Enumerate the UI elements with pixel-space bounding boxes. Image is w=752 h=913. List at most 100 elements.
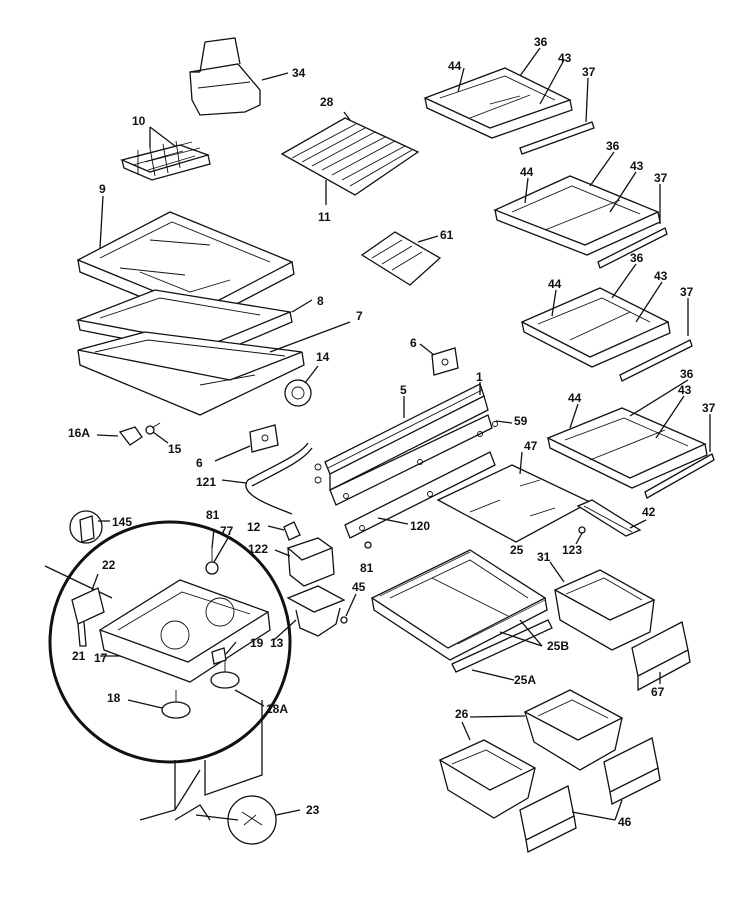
label-44-shelf2: 44 <box>520 165 534 179</box>
label-25: 25 <box>510 543 524 557</box>
part-12-damper <box>267 521 301 541</box>
part-23-detail <box>195 795 301 845</box>
label-43-shelf1: 43 <box>558 51 572 65</box>
label-14: 14 <box>316 350 330 364</box>
glass-shelf-4 <box>546 379 715 499</box>
label-36-shelf1: 36 <box>534 35 548 49</box>
label-81-detail: 81 <box>206 508 220 522</box>
part-34-bin <box>189 37 289 116</box>
label-37-shelf2: 37 <box>654 171 668 185</box>
cabinet-outline <box>139 700 263 821</box>
label-26: 26 <box>455 707 469 721</box>
part-6-bracket-lower <box>214 424 279 462</box>
label-45: 45 <box>352 580 366 594</box>
part-7-frame <box>77 321 351 416</box>
label-123: 123 <box>562 543 582 557</box>
leader-46-left <box>571 811 616 821</box>
part-13-housing <box>273 585 346 641</box>
label-37-shelf4: 37 <box>702 401 716 415</box>
glass-shelf-1 <box>423 47 595 155</box>
part-145-fitting <box>69 510 110 544</box>
label-34: 34 <box>292 66 306 80</box>
detail-circle <box>44 520 292 764</box>
part-6-bracket-upper <box>419 343 459 376</box>
label-6-upper: 6 <box>410 336 417 350</box>
label-7: 7 <box>356 309 363 323</box>
part-17-tray <box>98 579 271 683</box>
label-77: 77 <box>220 524 234 538</box>
label-11: 11 <box>318 210 331 224</box>
leader-26-right <box>469 715 526 718</box>
part-14-control-knob <box>284 365 319 407</box>
label-36-shelf3: 36 <box>630 251 644 265</box>
label-8: 8 <box>317 294 324 308</box>
label-44-shelf3: 44 <box>548 277 562 291</box>
label-121: 121 <box>196 475 216 489</box>
part-19-clip <box>211 641 237 665</box>
part-11-wire-shelf <box>280 111 420 205</box>
label-31: 31 <box>537 550 551 564</box>
label-42: 42 <box>642 505 656 519</box>
label-5: 5 <box>400 383 407 397</box>
label-67: 67 <box>651 685 665 699</box>
label-18A: 18A <box>266 702 288 716</box>
part-25B-rail <box>499 619 543 647</box>
label-59: 59 <box>514 414 528 428</box>
part-31-crisper-pan <box>549 561 656 651</box>
label-81-right: 81 <box>360 561 374 575</box>
part-120-rail <box>344 451 496 539</box>
part-21-22-valve <box>71 573 105 647</box>
part-10-egg-trays <box>119 126 211 181</box>
label-44-shelf1: 44 <box>448 59 462 73</box>
label-13: 13 <box>270 636 284 650</box>
label-46: 46 <box>618 815 632 829</box>
part-1-59-rail <box>329 382 513 506</box>
label-9: 9 <box>99 182 106 196</box>
label-36-shelf2: 36 <box>606 139 620 153</box>
label-44-shelf4: 44 <box>568 391 582 405</box>
label-25A: 25A <box>514 673 536 687</box>
label-43-shelf4: 43 <box>678 383 692 397</box>
label-17: 17 <box>94 651 108 665</box>
part-5-channel <box>314 383 489 492</box>
label-122: 122 <box>248 542 268 556</box>
leader-46-right <box>614 799 623 821</box>
label-28: 28 <box>320 95 334 109</box>
part-25A-rail <box>451 619 553 681</box>
part-121-tube <box>221 442 313 515</box>
glass-shelf-2 <box>493 151 668 269</box>
label-22: 22 <box>102 558 116 572</box>
label-43-shelf3: 43 <box>654 269 668 283</box>
part-122-cover <box>274 537 335 587</box>
label-6-lower: 6 <box>196 456 203 470</box>
glass-shelf-3 <box>520 263 693 382</box>
label-61: 61 <box>440 228 454 242</box>
part-42-bracket <box>576 499 647 537</box>
label-19: 19 <box>250 636 264 650</box>
part-16A-15-control <box>96 422 169 446</box>
part-61-deflector <box>360 231 442 286</box>
label-25B: 25B <box>547 639 569 653</box>
label-16A: 16A <box>68 426 90 440</box>
label-145: 145 <box>112 515 132 529</box>
label-47: 47 <box>524 439 538 453</box>
leader-26-left <box>461 721 471 741</box>
part-47-glass <box>436 451 592 543</box>
label-10: 10 <box>132 114 146 128</box>
label-43-shelf2: 43 <box>630 159 644 173</box>
label-37-shelf3: 37 <box>680 285 694 299</box>
label-23: 23 <box>306 803 320 817</box>
part-81-screw <box>364 541 372 549</box>
part-123-clip <box>575 526 586 545</box>
label-1: 1 <box>476 370 483 384</box>
label-120: 120 <box>410 519 430 533</box>
label-12: 12 <box>247 520 261 534</box>
part-67-pan-front <box>631 621 691 692</box>
part-25-crisper-frame <box>370 549 548 661</box>
part-46-front-left <box>519 785 577 853</box>
label-37-shelf1: 37 <box>582 65 596 79</box>
part-46-front-right <box>603 737 661 805</box>
label-15: 15 <box>168 442 182 456</box>
part-18-18A-feet <box>127 660 265 719</box>
callout-labels: 34 28 10 11 9 8 7 14 16A 15 61 6 6 5 1 5… <box>68 35 716 829</box>
